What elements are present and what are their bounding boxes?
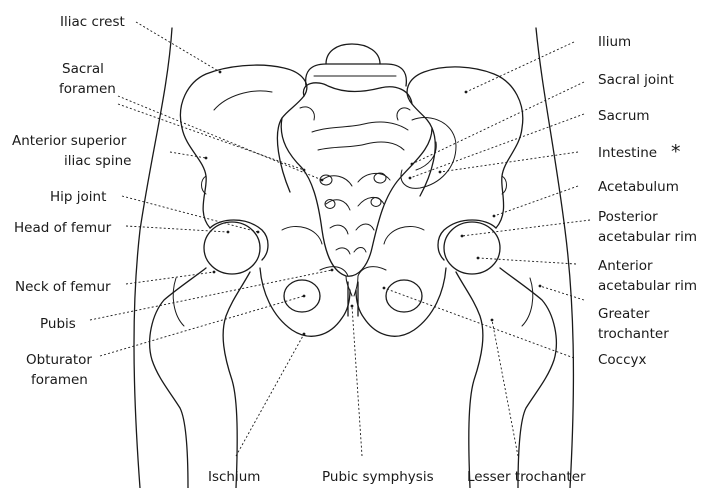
right-femur [438, 220, 556, 488]
label-intestine: Intestine [598, 145, 657, 161]
left-ilium [180, 65, 306, 228]
label-ischium: Ischium [208, 469, 260, 485]
label-greater-trochanter-line2: trochanter [598, 326, 669, 342]
label-lesser-trochanter: Lesser trochanter [467, 469, 586, 485]
label-posterior-rim-line2: acetabular rim [598, 229, 697, 245]
label-sacral-foramen-line2: foramen [59, 81, 116, 97]
label-acetabulum: Acetabulum [598, 179, 679, 195]
label-pubic-symphysis: Pubic symphysis [322, 469, 434, 485]
lumbar-vertebra [306, 44, 407, 86]
label-head-of-femur: Head of femur [14, 220, 112, 236]
label-hip-joint: Hip joint [50, 189, 106, 205]
pubic-region [260, 226, 446, 336]
label-obturator-line2: foramen [31, 372, 88, 388]
label-posterior-rim-line1: Posterior [598, 209, 658, 225]
label-sacrum: Sacrum [598, 108, 650, 124]
labels: Iliac crest Sacral foramen Anterior supe… [12, 14, 697, 485]
label-obturator-line1: Obturator [26, 352, 92, 368]
label-anterior-rim-line2: acetabular rim [598, 278, 697, 294]
intestine-asterisk: * [671, 141, 681, 163]
label-anterior-rim-line1: Anterior [598, 258, 653, 274]
label-ilium: Ilium [598, 34, 631, 50]
label-asis-line1: Anterior superior [12, 133, 127, 149]
label-sacral-foramen-line1: Sacral [62, 61, 104, 77]
body-outline [134, 28, 573, 488]
label-asis-line2: iliac spine [64, 153, 131, 169]
sacrum-outline [281, 83, 432, 296]
left-femur [150, 220, 268, 488]
label-pubis: Pubis [40, 316, 76, 332]
right-ilium [407, 67, 523, 228]
label-sacral-joint: Sacral joint [598, 72, 674, 88]
label-iliac-crest: Iliac crest [60, 14, 125, 30]
label-coccyx: Coccyx [598, 352, 647, 368]
label-neck-of-femur: Neck of femur [15, 279, 111, 295]
label-greater-trochanter-line1: Greater [598, 306, 650, 322]
